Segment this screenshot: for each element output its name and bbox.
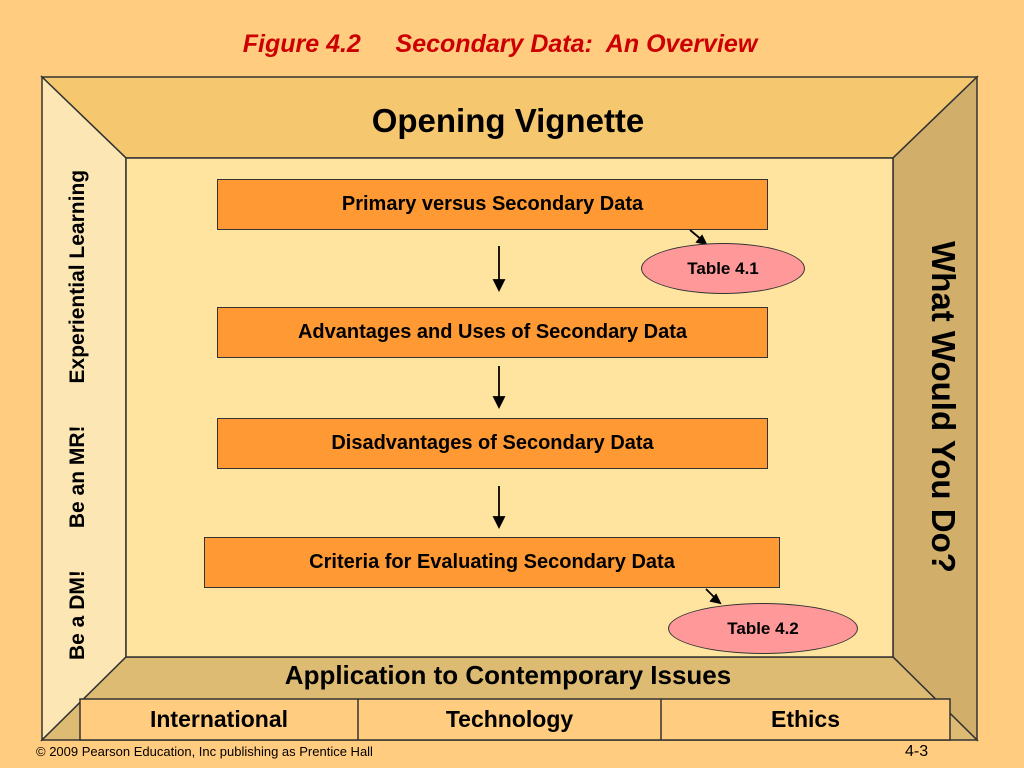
reference-oval-table-4-1: Table 4.1 (641, 243, 805, 294)
step-box-disadvantages: Disadvantages of Secondary Data (217, 418, 768, 469)
figure-title: Figure 4.2 Secondary Data: An Overview (242, 30, 758, 58)
reference-oval-table-4-2: Table 4.2 (668, 603, 858, 654)
contemporary-issues-label: Application to Contemporary Issues (284, 660, 732, 690)
what-would-you-do-label: What Would You Do? (925, 241, 962, 573)
be-an-mr-label: Be an MR! (66, 425, 89, 529)
issue-ethics: Ethics (770, 706, 841, 732)
experiential-learning-label: Experiential Learning (66, 169, 89, 384)
issue-international: International (149, 706, 288, 732)
step-box-advantages: Advantages and Uses of Secondary Data (217, 307, 768, 358)
be-a-dm-label: Be a DM! (66, 570, 89, 660)
flow-arrowhead (492, 396, 506, 410)
reference-arrowhead (709, 593, 722, 605)
opening-vignette-label: Opening Vignette (371, 102, 645, 139)
left-frame-labels: Be a DM! Be an MR! Experiential Learning (58, 80, 98, 660)
step-box-criteria: Criteria for Evaluating Secondary Data (204, 537, 780, 588)
flow-arrowhead (492, 279, 506, 293)
page-number: 4-3 (905, 743, 929, 760)
issue-technology: Technology (445, 706, 574, 732)
copyright-text: © 2009 Pearson Education, Inc publishing… (36, 744, 373, 759)
flow-arrowhead (492, 516, 506, 530)
step-box-primary-vs-secondary: Primary versus Secondary Data (217, 179, 768, 230)
issues-bar (79, 698, 951, 741)
